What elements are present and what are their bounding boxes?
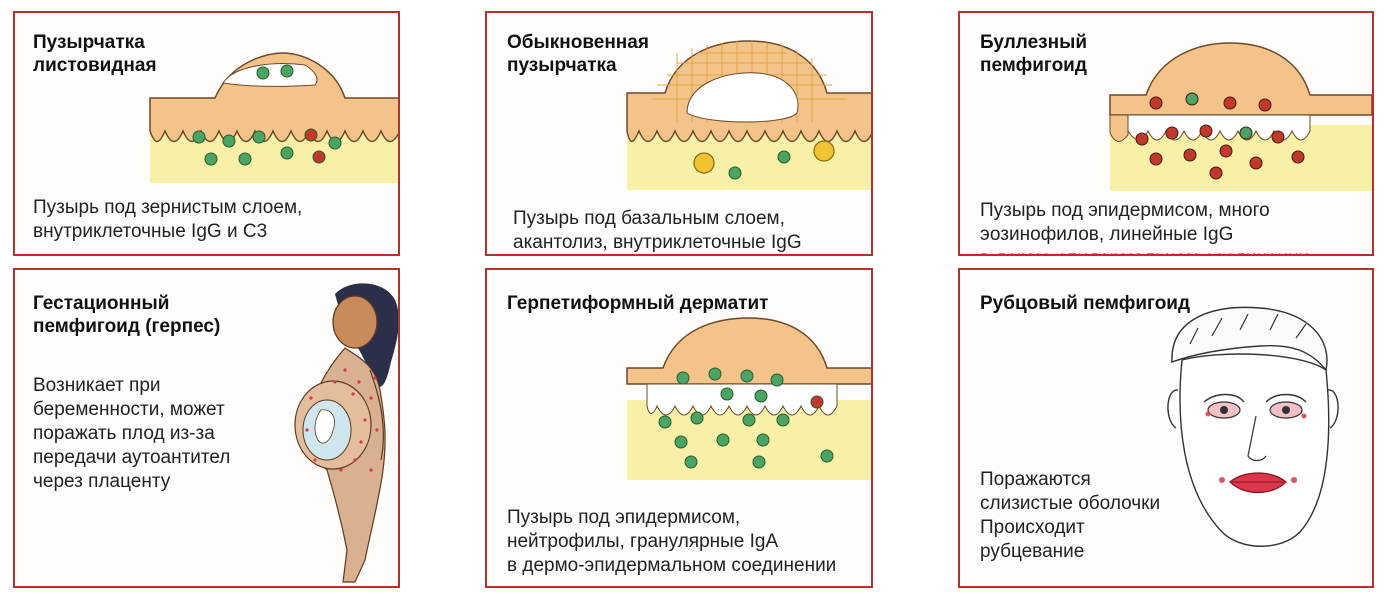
card-pemphigus-foliaceus: Пузырчатка листовидная Пузырь под зернис… bbox=[13, 11, 400, 256]
card-description: Пузырь под эпидермисом, нейтрофилы, гран… bbox=[507, 507, 837, 576]
pregnant-woman-illustration bbox=[294, 283, 398, 583]
card-bullous-pemphigoid: Буллезный пемфигоид Пузырь под эпидермис… bbox=[958, 11, 1374, 256]
card-gestational-pemphigoid: Гестационный пемфигоид (герпес) Возникае… bbox=[13, 268, 400, 588]
card-dermatitis-herpetiformis: Герпетиформный дерматит Пузырь под эпиде… bbox=[485, 268, 873, 588]
card-description: Пузырь под базальным слоем, акантолиз, в… bbox=[513, 208, 802, 253]
card-cicatricial-pemphigoid: Рубцовый пемфигоид Поражаются слизистые … bbox=[958, 268, 1374, 588]
card-pemphigus-vulgaris: Обыкновенная пузырчатка Пузырь под базал… bbox=[485, 11, 873, 256]
card-title: Герпетиформный дерматит bbox=[507, 293, 769, 314]
card-title: Пузырчатка листовидная bbox=[33, 32, 157, 76]
card-title: Рубцовый пемфигоид bbox=[980, 293, 1191, 314]
card-title: Буллезный пемфигоид bbox=[980, 32, 1088, 76]
card-description: Поражаются слизистые оболочки Происходит… bbox=[980, 469, 1161, 562]
skin-subepidermal-blister-illustration bbox=[1109, 42, 1372, 191]
skin-acantholysis-blister-illustration bbox=[626, 40, 871, 190]
skin-subepidermal-neutrophil-blister-illustration bbox=[626, 317, 871, 480]
card-description: Возникает при беременности, может поража… bbox=[33, 375, 231, 492]
card-title: Обыкновенная пузырчатка bbox=[507, 32, 649, 76]
face-with-mucosal-lesions-illustration bbox=[1167, 306, 1339, 547]
skin-granular-blister-illustration bbox=[149, 52, 398, 183]
card-description: Пузырь под эпидермисом, много эозинофило… bbox=[980, 200, 1309, 254]
card-description: Пузырь под зернистым слоем, внутриклеточ… bbox=[33, 197, 303, 242]
card-title: Гестационный пемфигоид (герпес) bbox=[33, 293, 221, 337]
